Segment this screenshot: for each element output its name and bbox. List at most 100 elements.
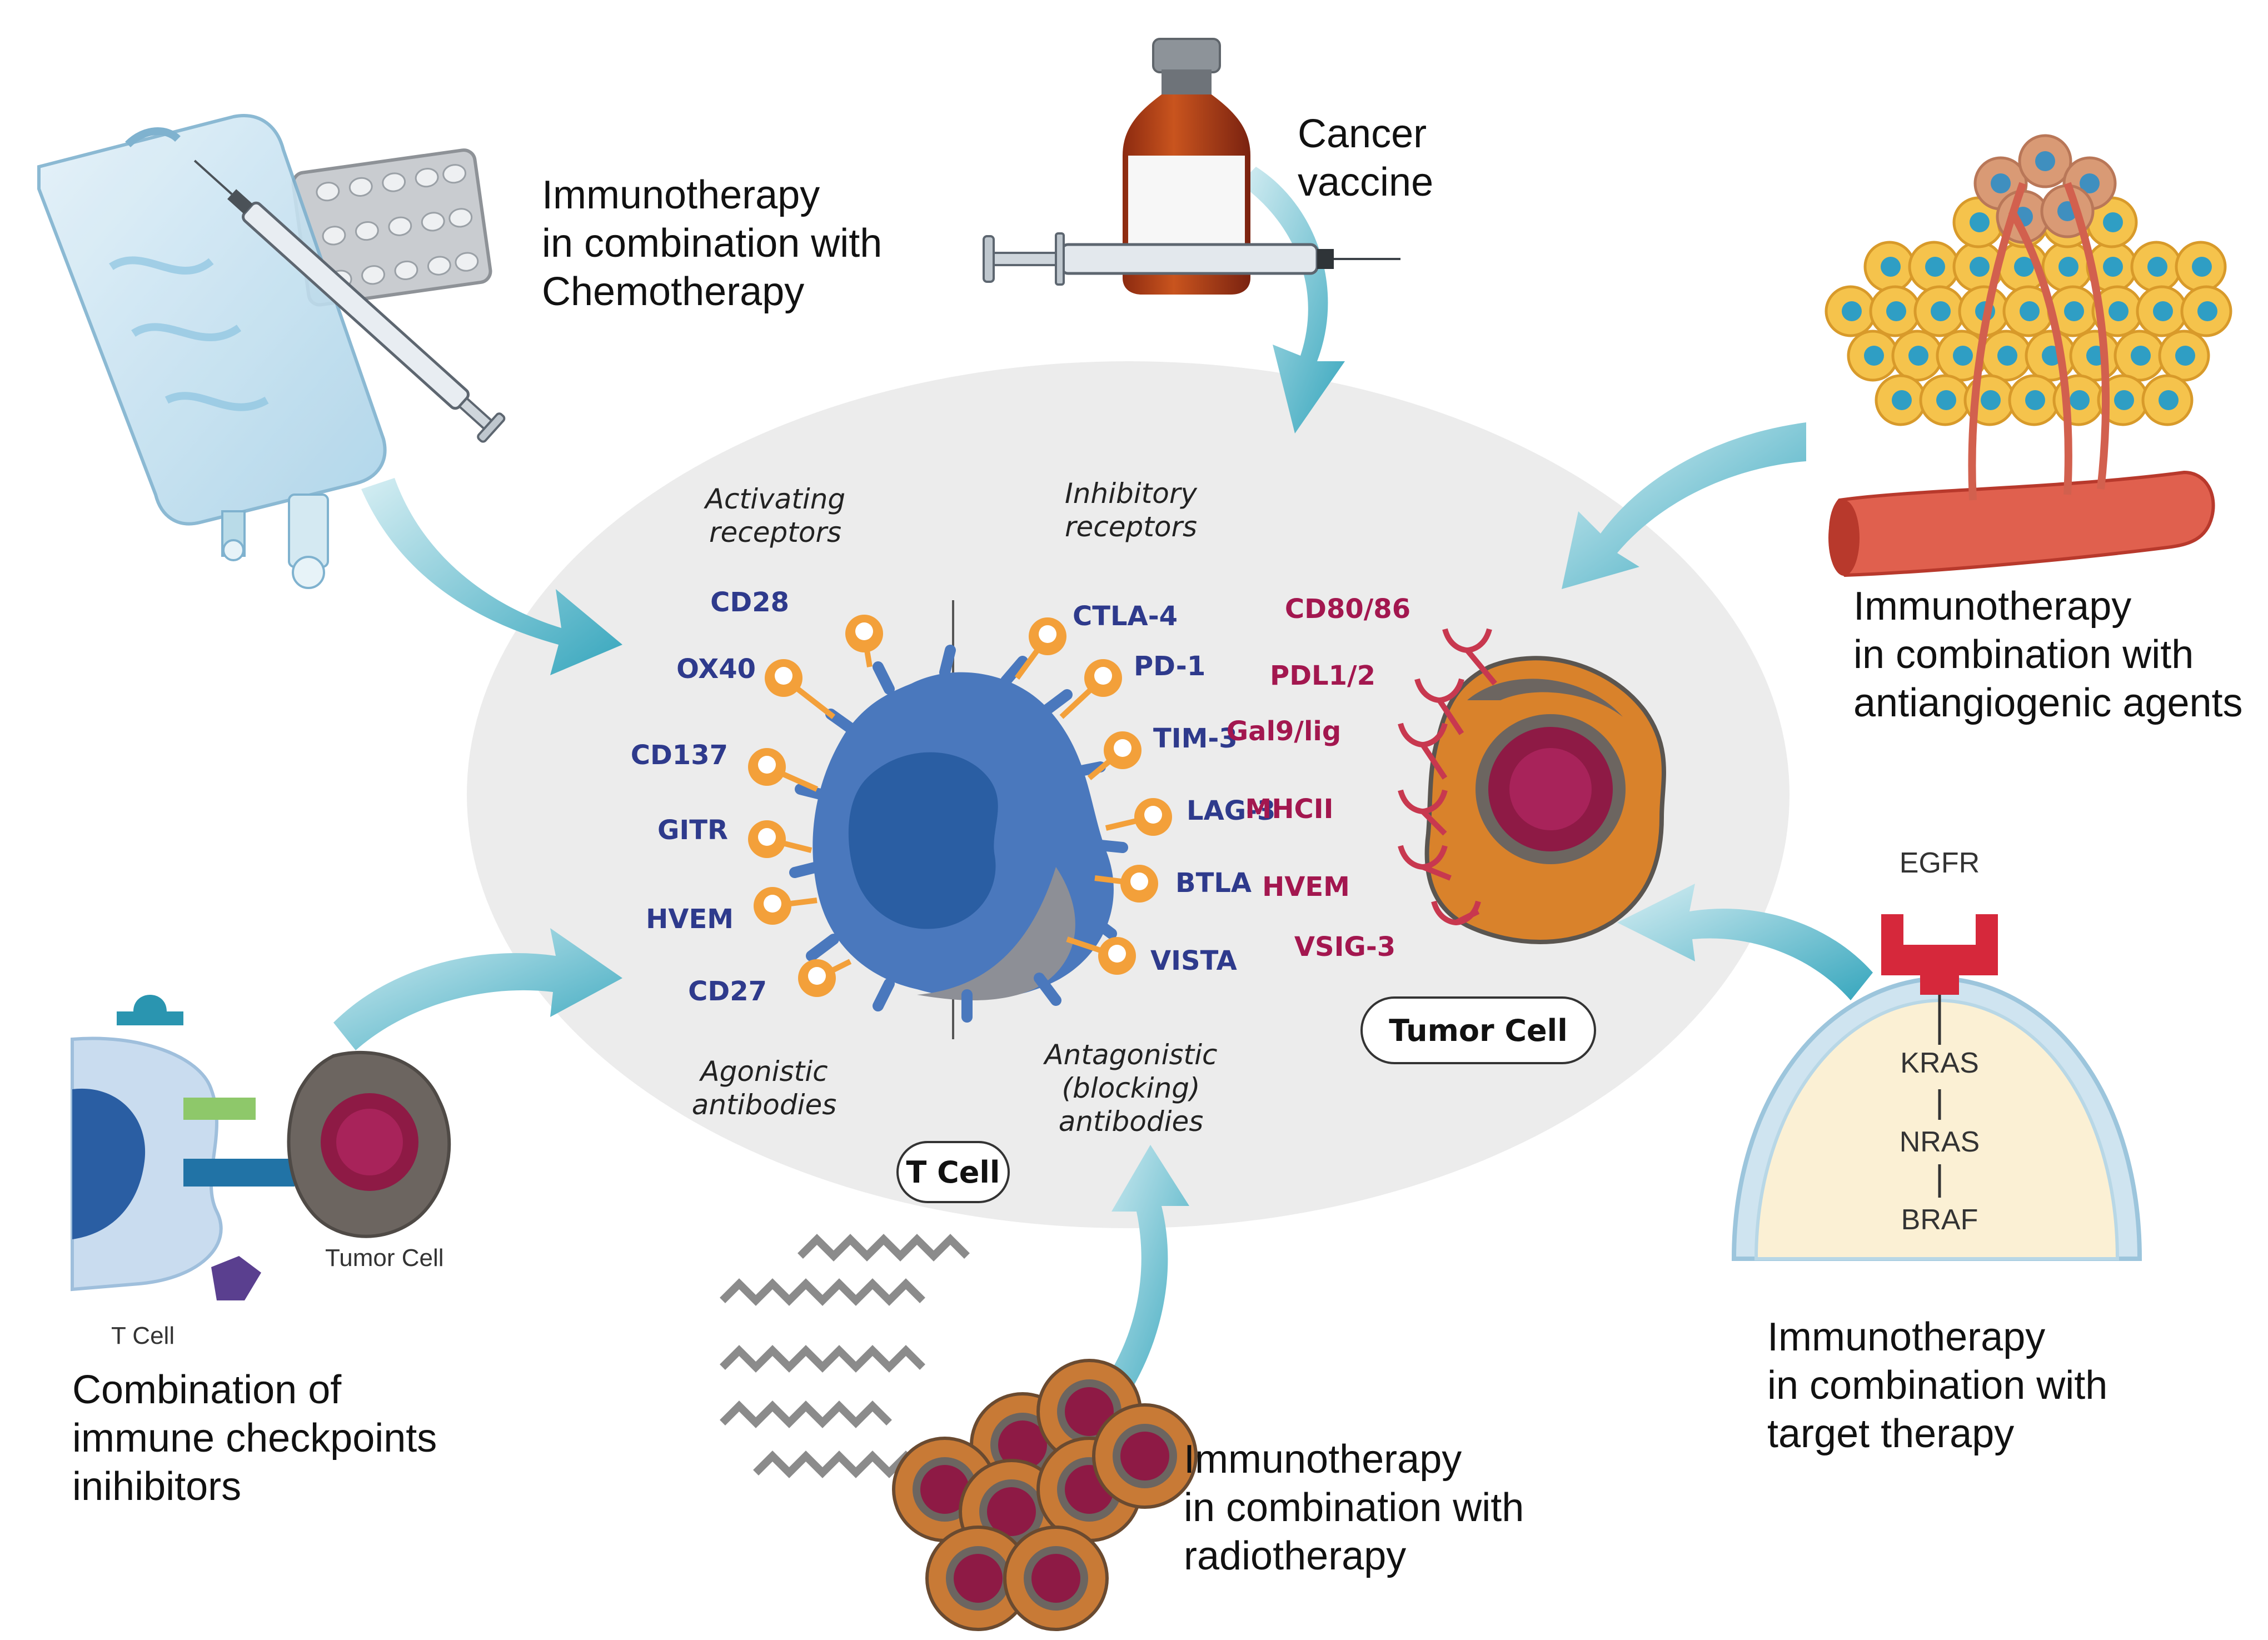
agonistic-heading-2: antibodies [692,1089,837,1121]
receptor-label: LAG-3 [1187,795,1275,826]
target-caption-line-3: target therapy [1767,1412,2014,1456]
receptor-cd27: CD27 [688,959,852,1007]
chemo-caption-line-1: Immunotherapy [542,173,820,217]
ligand-mhcii: MHCII [1245,789,1448,836]
antiangio-caption-line-2: in combination with [1853,632,2194,677]
radio-illustration [720,1234,1198,1631]
braf-label: BRAF [1901,1204,1978,1236]
tumor-cluster-icon [1825,134,2232,426]
ligand-fork-icon [1442,628,1492,654]
receptor-btla: BTLA [1094,865,1252,903]
arrow-target [1617,884,1873,1000]
arrow-radio [1095,1145,1189,1412]
antiangio-caption-line-3: antiangiogenic agents [1853,681,2243,725]
ligand-pdl1-2: PDL1/2 [1270,660,1464,735]
radio-caption: Immunotherapy in combination with radiot… [1184,1437,1524,1578]
ligand-fork-icon [1398,789,1448,815]
receptor-ctla-4: CTLA-4 [1014,601,1178,680]
inset-antibody-green-icon [183,1098,256,1120]
nras-label: NRAS [1900,1126,1980,1158]
vaccine-caption-line-1: Cancer [1298,112,1427,156]
ligand-fork-icon [1398,845,1448,870]
checkpoint-caption: Combination of immune checkpoints inihib… [72,1368,437,1509]
arrow-antiangio [1562,422,1806,589]
receptor-cd28: CD28 [710,587,883,667]
tcell [789,645,1128,1023]
receptor-label: CD28 [710,587,789,618]
receptor-vista: VISTA [1066,936,1237,976]
antiangio-caption: Immunotherapy in combination with antian… [1853,584,2243,725]
antagonistic-heading-2: (blocking) [1062,1072,1200,1104]
egfr-receptor-icon [1881,914,1998,995]
ligand-fork-icon [1414,678,1464,704]
radiation-waves-icon [720,1234,970,1478]
activating-heading-1: Activating [704,483,845,515]
receptor-hvem: HVEM [646,887,818,935]
agonistic-heading-1: Agonistic [699,1055,828,1088]
receptor-label: CD27 [688,976,767,1007]
activating-heading-2: receptors [709,516,841,549]
ligand-vsig-3: VSIG-3 [1294,900,1481,963]
antagonistic-heading-1: Antagonistic [1043,1039,1217,1071]
ligand-label: PDL1/2 [1270,660,1375,691]
vaccine-caption: Cancer vaccine [1298,112,1433,205]
receptor-lag-3: LAG-3 [1105,795,1275,836]
egfr-label: EGFR [1900,847,1980,879]
receptor-label: VISTA [1150,945,1237,976]
receptor-label: PD-1 [1134,651,1205,682]
vaccine-caption-line-2: vaccine [1298,160,1433,205]
inset-tcell-label: T Cell [111,1322,175,1349]
arrow-checkpoint [333,928,622,1050]
target-caption-line-1: Immunotherapy [1767,1315,2045,1359]
inset-receptor-top-icon [117,995,183,1025]
tcell-nucleus [848,752,998,929]
blood-vessel-icon [1829,470,2215,577]
receptor-ox40: OX40 [676,654,836,719]
ligand-fork-icon [1398,722,1448,748]
radio-caption-line-3: radiotherapy [1184,1534,1406,1578]
checkpoint-caption-line-2: immune checkpoints [72,1416,437,1460]
inhibitory-heading-2: receptors [1065,511,1197,543]
ligand-label: HVEM [1262,871,1350,903]
receptor-label: TIM-3 [1153,723,1238,754]
arrows [333,167,1873,1412]
receptor-cd137: CD137 [631,740,819,792]
arrow-chemo [361,478,622,675]
checkpoint-illustration: Tumor Cell T Cell [71,995,451,1349]
receptor-label: CD137 [631,740,728,771]
iv-bag-icon [37,114,387,526]
receptor-gitr: GITR [657,815,813,858]
receptor-label: HVEM [646,904,734,935]
center-headings: Activating receptors Inhibitory receptor… [692,477,1218,1138]
antiangio-illustration [1825,134,2232,577]
checkpoint-caption-line-1: Combination of [72,1368,342,1412]
ligand-label: MHCII [1245,794,1334,825]
chemo-syringe-icon [193,159,506,443]
ligand-fork-icon [1431,900,1481,926]
ligand-label: Gal9/lig [1227,716,1341,747]
checkpoint-caption-line-3: inihibitors [72,1464,241,1509]
chemo-caption-line-2: in combination with [542,221,882,266]
receptor-label: OX40 [676,654,756,685]
target-caption-line-2: in combination with [1767,1363,2107,1408]
inhibitory-heading-1: Inhibitory [1065,477,1198,510]
tcell-label-pill: T Cell [896,1141,1010,1203]
inset-receptor-purple-icon [211,1256,261,1300]
tcell-label: T Cell [906,1155,1000,1190]
tumor-cell [1424,656,1666,944]
radio-caption-line-2: in combination with [1184,1486,1524,1530]
chemo-caption-line-3: Chemotherapy [542,270,804,314]
inset-antibody-blue-icon [183,1159,295,1187]
tumor-label: Tumor Cell [1389,1013,1567,1048]
receptor-tim-3: TIM-3 [1087,723,1238,780]
ligand-gal9-lig: Gal9/lig [1227,716,1448,780]
antiangio-caption-line-1: Immunotherapy [1853,584,2131,629]
vaccine-illustration [983,38,1400,295]
ligand-cd80-86: CD80/86 [1285,594,1497,686]
tumor-label-pill: Tumor Cell [1360,996,1596,1064]
chemo-caption: Immunotherapy in combination with Chemot… [542,173,882,314]
antagonistic-heading-3: antibodies [1059,1105,1204,1138]
